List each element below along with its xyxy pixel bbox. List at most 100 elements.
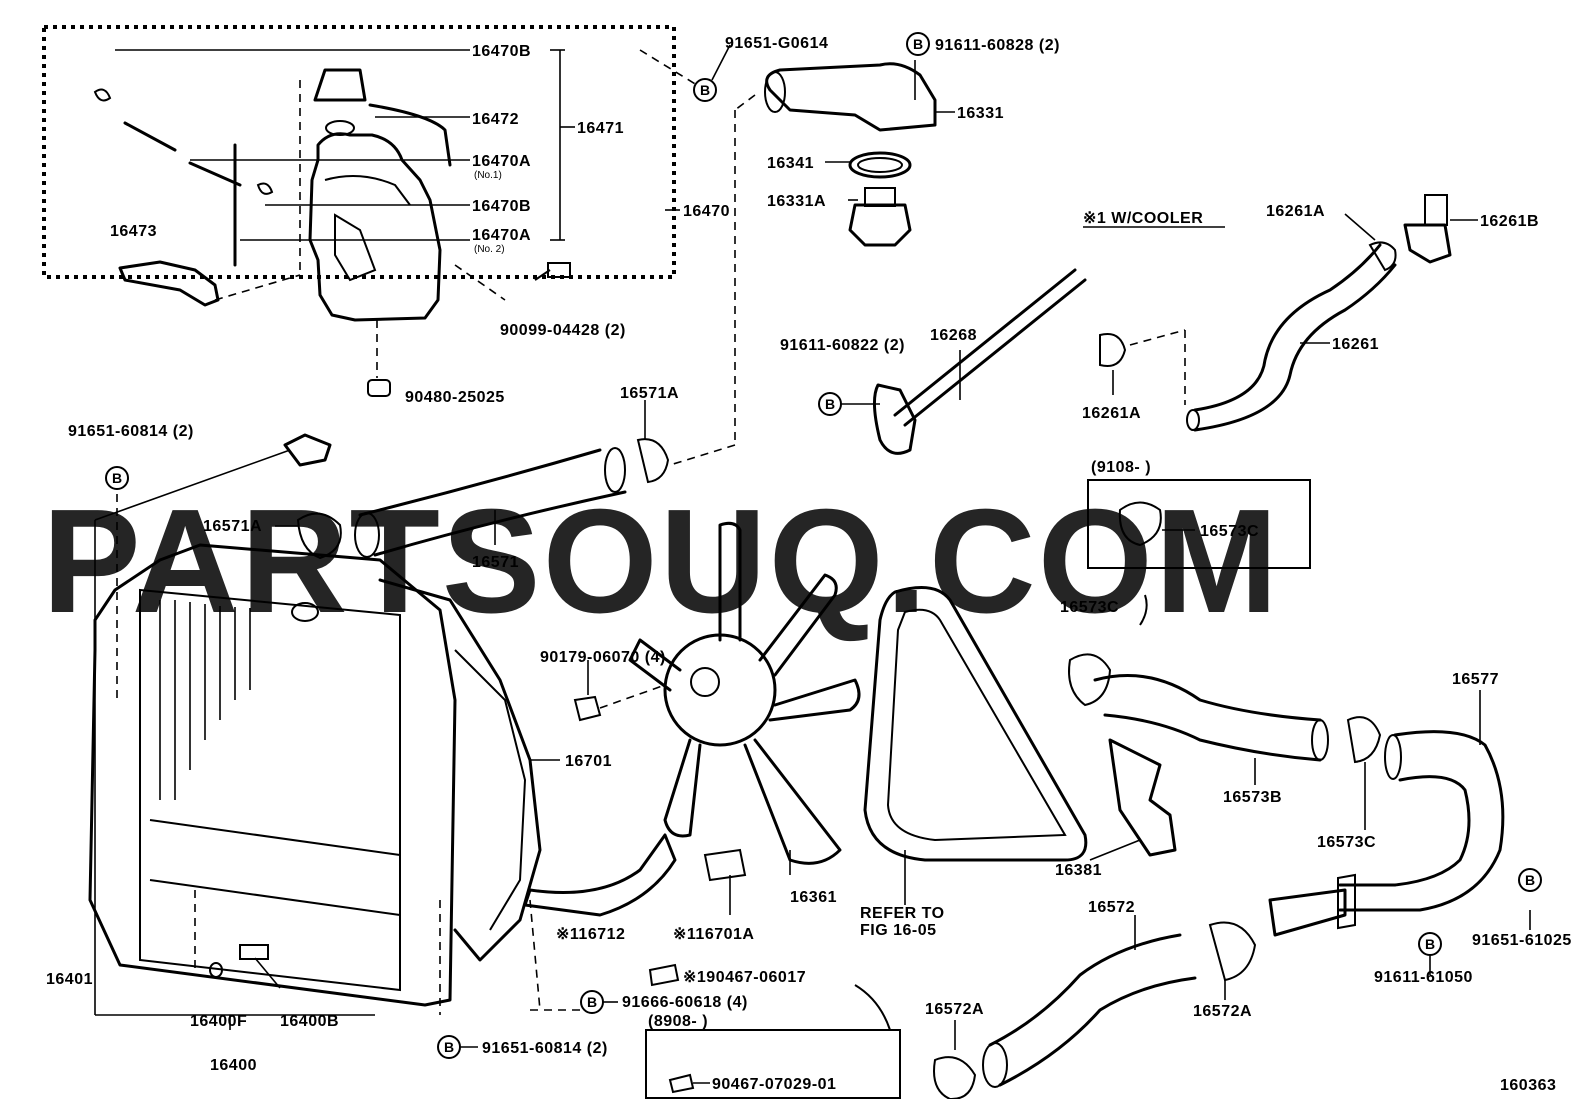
- label-90467-06017: ※190467-06017: [683, 969, 806, 986]
- thermostat-top: [864, 187, 896, 207]
- label-16331A: 16331A: [767, 193, 826, 210]
- clamp-16571A-left: [296, 512, 342, 560]
- label-16573B: 16573B: [1223, 789, 1282, 806]
- clamp-16572A-left: [933, 1056, 977, 1099]
- clip-16470B-top: [93, 88, 112, 102]
- label-90467-07029: 90467-07029-01: [712, 1076, 836, 1093]
- lower-shroud-16712: [523, 833, 677, 917]
- label-91611-61050: 91611-61050: [1374, 969, 1473, 986]
- reservoir-group-frame: [42, 25, 676, 279]
- arrow-down: [1139, 594, 1148, 626]
- svg-text:B: B: [112, 470, 122, 486]
- fan-shroud-16701: [378, 578, 542, 962]
- drain-cock-16400B: [239, 944, 269, 960]
- label-16400B: 16400B: [280, 1013, 339, 1030]
- fan-blade-1: [718, 521, 742, 642]
- label-16400: 16400: [210, 1057, 257, 1074]
- label-16573C-box: 16573C: [1200, 523, 1259, 540]
- upper-hose-16571: [358, 448, 602, 517]
- reservoir-tank-panel: [334, 213, 377, 282]
- hose-16573B-b: [1103, 713, 1322, 762]
- label-90480: 90480-25025: [405, 389, 505, 406]
- label-16471: 16471: [577, 120, 624, 137]
- label-16361: 16361: [790, 889, 837, 906]
- pipe-flange: [873, 383, 917, 455]
- union-16261B-top: [1424, 194, 1448, 226]
- pipe-16268: [893, 268, 1077, 417]
- clamp-16261A-top: [1368, 241, 1397, 272]
- svg-text:B: B: [587, 994, 597, 1010]
- thermostat-16331A: [848, 203, 912, 247]
- label-16701A: ※116701A: [673, 926, 754, 943]
- label-date-9108: (9108- ): [1091, 459, 1151, 476]
- arrow-up-right: [854, 984, 891, 1031]
- hose-16261: [1193, 243, 1382, 412]
- fan-blade-4: [743, 738, 842, 865]
- clamp-16573C-box: [1118, 501, 1162, 547]
- bolt-symbol-60814-top: B: [105, 466, 129, 490]
- water-outlet-mouth: [764, 71, 786, 113]
- part-labels: 16470B 16472 16471 16470A (No.1) 16470B …: [46, 35, 1572, 1094]
- pipe-16268-lower: [903, 278, 1087, 427]
- fan-blade-2: [758, 573, 838, 677]
- fan-group: [573, 521, 861, 987]
- heater-hose-group: [1068, 479, 1531, 975]
- hose-16470A-piece-a: [123, 121, 177, 152]
- bolt-symbol-60828: B: [906, 32, 930, 56]
- radiator-assembly: [88, 433, 677, 1030]
- svg-text:B: B: [825, 396, 835, 412]
- thermostat-group: [669, 60, 955, 466]
- label-16470B-top: 16470B: [472, 43, 531, 60]
- label-refer-line2: FIG 16-05: [860, 922, 937, 939]
- label-date-8908: (8908- ): [648, 1013, 708, 1030]
- diagram-id: 160363: [1500, 1077, 1556, 1094]
- radiator-fins: [159, 600, 251, 800]
- fan-blade-6: [628, 638, 682, 692]
- drain-plug-90480: [367, 379, 391, 397]
- bolt-symbol-60618: B: [580, 990, 618, 1014]
- radiator-16400: [88, 543, 457, 1007]
- label-16571A-top: 16571A: [620, 385, 679, 402]
- v-belt-group: [863, 586, 1088, 905]
- label-16712: ※116712: [556, 926, 625, 943]
- bolt-symbol-g0614: B: [693, 44, 731, 102]
- label-16261: 16261: [1332, 336, 1379, 353]
- label-16268: 16268: [930, 327, 977, 344]
- upper-hose-16571-b: [373, 490, 627, 557]
- lower-hose-16572: [988, 933, 1182, 1047]
- water-pipe-fitting: [1268, 888, 1347, 937]
- label-91651-61025: 91651-61025: [1472, 932, 1572, 949]
- label-16571A-left: 16571A: [203, 518, 262, 535]
- clip-16701A: [703, 848, 747, 882]
- svg-text:B: B: [444, 1039, 454, 1055]
- label-16261A-low: 16261A: [1082, 405, 1141, 422]
- o-ring-16400F: [209, 962, 223, 978]
- radiator-cap: [283, 433, 332, 467]
- label-91651-60814-bot: 91651-60814 (2): [482, 1040, 608, 1057]
- label-16572A-right: 16572A: [1193, 1003, 1252, 1020]
- label-16572A-left: 16572A: [925, 1001, 984, 1018]
- label-16470A-no2: 16470A: [472, 227, 531, 244]
- union-16261B: [1403, 223, 1452, 264]
- bolt-90099: [547, 262, 571, 278]
- label-91651-G0614: 91651-G0614: [725, 35, 828, 52]
- fan-hub-16361: [663, 633, 777, 747]
- label-16571: 16571: [472, 554, 519, 571]
- overflow-hose-16472: [368, 103, 452, 167]
- svg-text:B: B: [700, 82, 710, 98]
- label-16470A-no2-sub: (No. 2): [474, 244, 505, 255]
- fan-blade-5: [663, 738, 702, 838]
- label-16381: 16381: [1055, 862, 1102, 879]
- v-belt: [863, 586, 1088, 862]
- clamp-16571A-top: [636, 438, 670, 484]
- label-91666: 91666-60618 (4): [622, 994, 748, 1011]
- radiator-filler-neck: [291, 602, 319, 622]
- bolt-symbol-61025: B: [1518, 868, 1542, 892]
- label-16261B: 16261B: [1480, 213, 1539, 230]
- gasket-16341: [848, 151, 912, 179]
- date-box-9108: [1087, 479, 1311, 569]
- label-16472: 16472: [472, 111, 519, 128]
- clamp-16572A-right: [1208, 921, 1257, 982]
- label-16701: 16701: [565, 753, 612, 770]
